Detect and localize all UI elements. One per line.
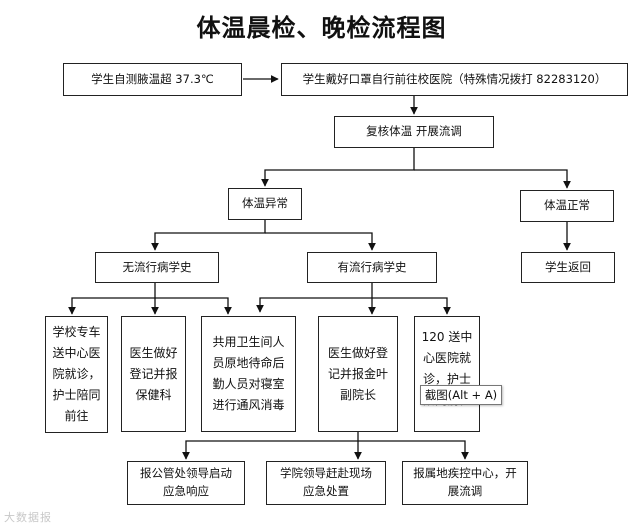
arrow-no-history-to-roommates <box>155 297 232 315</box>
school-car-box: 学校专车送中心医院就诊，护士陪同前往 <box>45 316 108 433</box>
no-epi-history-box: 无流行病学史 <box>95 252 219 283</box>
report-cdc-box: 报属地疾控中心，开展流调 <box>402 461 528 505</box>
doctor-report-health-box: 医生做好登记并报保健科 <box>121 316 186 432</box>
arrow-to-cdc <box>358 440 469 460</box>
arrow-no-history-split <box>68 283 156 315</box>
watermark-text: 大数据报 <box>4 511 52 524</box>
arrow-abnormal-to-has-history <box>265 232 376 251</box>
screenshot-shortcut-tooltip: 截图(Alt + A) <box>420 385 502 405</box>
roommates-wait-box: 共用卫生间人员原地待命后勤人员对寝室进行通风消毒 <box>201 316 296 432</box>
arrow-has-history-split <box>256 283 373 313</box>
fever-detected-box: 学生自测腋温超 37.3℃ <box>63 63 242 96</box>
student-return-box: 学生返回 <box>521 252 615 283</box>
doctor-report-vp-box: 医生做好登记并报金叶副院长 <box>318 316 398 432</box>
ambulance-120-box: 120 送中心医院就诊，护士陪同前往 <box>414 316 480 432</box>
temp-normal-box: 体温正常 <box>520 190 614 222</box>
security-emergency-box: 报公管处领导启动应急响应 <box>127 461 245 505</box>
arrow-has-history-to-120 <box>372 297 451 315</box>
arrow-recheck-to-normal <box>414 169 571 189</box>
go-to-hospital-box: 学生戴好口罩自行前往校医院（特殊情况拨打 82283120） <box>281 63 628 96</box>
temp-abnormal-box: 体温异常 <box>228 188 302 220</box>
arrow-abnormal-to-no-history <box>151 220 266 251</box>
page-title: 体温晨检、晚检流程图 <box>196 14 447 42</box>
arrow-to-security <box>182 432 359 460</box>
leaders-onsite-box: 学院领导赶赴现场应急处置 <box>266 461 386 505</box>
has-epi-history-box: 有流行病学史 <box>307 252 437 283</box>
arrow-recheck-to-abnormal <box>261 148 415 187</box>
recheck-box: 复核体温 开展流调 <box>334 116 494 148</box>
